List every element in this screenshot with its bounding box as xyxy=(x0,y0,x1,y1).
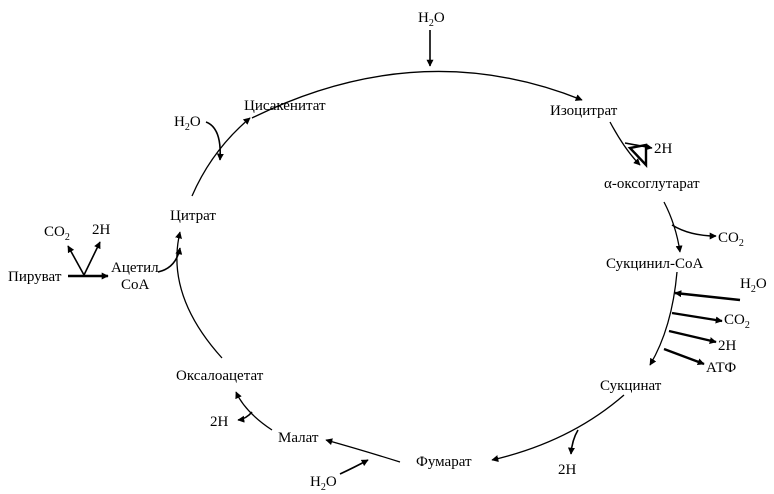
arrow-2h-out-succinylcoa xyxy=(668,329,717,344)
arrow-pyruvate-2h-out xyxy=(83,241,101,276)
label-co2-oxoglutarate: CO2 xyxy=(718,230,744,249)
arrow-isocitrate-2h-out xyxy=(627,143,648,169)
arrow-co2-out-succinylcoa xyxy=(671,311,723,324)
arrow-2h-out-succinate xyxy=(567,429,579,455)
arrow-h2o-out-citrate xyxy=(205,121,224,161)
arrow-isocitrate-2h-line xyxy=(624,142,653,150)
arc-succinylcoa-to-succinate xyxy=(649,271,678,366)
label-citrate: Цитрат xyxy=(170,208,216,224)
arrow-oxoglutarate-co2-out xyxy=(671,224,717,240)
label-oxoglutarate: α-оксоглутарат xyxy=(604,176,700,192)
label-2h-malate: 2H xyxy=(210,414,229,430)
arc-malate-to-oxaloacetate xyxy=(235,391,273,431)
label-succinyl-coa: Сукцинил-СоА xyxy=(606,256,704,272)
label-h2o-fumarate: H2O xyxy=(310,474,337,493)
arc-cisaconitate-to-isocitrate xyxy=(251,70,583,119)
arc-citrate-to-cisaconitate xyxy=(191,117,251,197)
label-malate: Малат xyxy=(278,430,319,446)
label-acetyl: Ацетил xyxy=(111,260,159,276)
label-co2-pyruvate: CO2 xyxy=(44,224,70,243)
arrow-acetylcoa-into-cycle xyxy=(157,247,183,273)
label-2h-succinylcoa: 2H xyxy=(718,338,737,354)
arc-oxoglutarate-to-succinylcoa xyxy=(663,201,683,253)
arc-succinate-to-fumarate xyxy=(491,394,625,462)
label-oxaloacetate: Оксалоацетат xyxy=(176,368,264,384)
label-2h-pyruvate: 2H xyxy=(92,222,111,238)
label-fumarate: Фумарат xyxy=(416,454,472,470)
label-pyruvate: Пируват xyxy=(8,269,62,285)
label-co2-succinylcoa: CO2 xyxy=(724,312,750,331)
arrow-2h-out-malate xyxy=(237,411,253,423)
arrow-atp-out-succinylcoa xyxy=(663,347,705,366)
arrow-h2o-in-fumarate xyxy=(339,459,369,475)
arrow-pyruvate-co2-out xyxy=(67,245,85,276)
label-acetyl-coa: СоА xyxy=(121,277,150,293)
arc-isocitrate-to-oxoglutarate xyxy=(609,121,641,166)
arc-oxaloacetate-to-citrate xyxy=(175,231,223,359)
label-h2o-top: H2O xyxy=(418,10,445,29)
label-2h-succinate: 2H xyxy=(558,462,577,478)
label-2h-isocitrate: 2H xyxy=(654,141,673,157)
label-succinate: Сукцинат xyxy=(600,378,662,394)
label-h2o-succinylcoa: H2O xyxy=(740,276,767,295)
label-atp: АТФ xyxy=(706,360,736,376)
arc-fumarate-to-malate xyxy=(325,438,401,463)
label-cis-aconitate: Цисакенитат xyxy=(244,98,326,114)
label-isocitrate: Изоцитрат xyxy=(550,103,618,119)
label-h2o-citrate: H2O xyxy=(174,114,201,133)
arrow-h2o-in-succinylcoa xyxy=(674,290,741,302)
